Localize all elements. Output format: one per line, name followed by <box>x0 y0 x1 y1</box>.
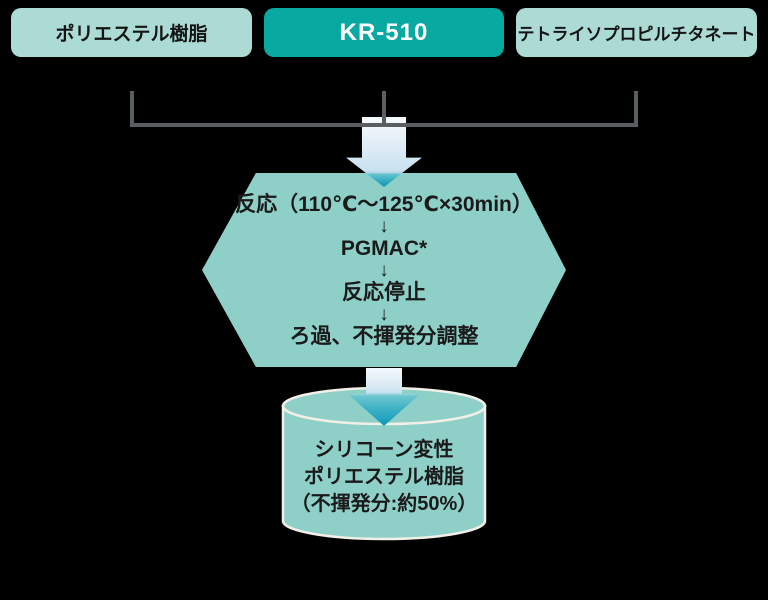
input-box-label: テトライソプロピルチタネート <box>517 25 756 44</box>
output-label: シリコーン変性 ポリエステル樹脂 （不揮発分:約50%） <box>282 437 486 518</box>
output-line-3: （不揮発分:約50%） <box>290 493 478 515</box>
process-hexagon <box>202 173 566 367</box>
process-step-filtration: ろ過、不揮発分調整 <box>289 325 479 348</box>
process-steps: 反応（110℃～125℃×30min） ↓ PGMAC* ↓ 反応停止 ↓ ろ過… <box>202 173 566 367</box>
input-box-label: ポリエステル樹脂 <box>55 24 208 45</box>
output-cylinder <box>281 386 487 541</box>
input-box-label: KR-510 <box>339 18 429 46</box>
output-line-1: シリコーン変性 <box>314 439 454 461</box>
output-line-2: ポリエステル樹脂 <box>304 466 464 488</box>
bracket-line-horizontal <box>130 123 638 127</box>
bracket-line-left <box>130 91 134 127</box>
bracket-line-right <box>634 91 638 127</box>
input-box-tetraisopropyl-titanate: テトライソプロピルチタネート <box>516 8 757 57</box>
step-down-arrow-icon: ↓ <box>379 260 389 281</box>
bracket-line-center <box>382 91 386 127</box>
process-step-pgmac: PGMAC* <box>340 237 428 260</box>
process-step-reaction: 反応（110℃～125℃×30min） <box>235 193 533 216</box>
input-box-polyester-resin: ポリエステル樹脂 <box>11 8 252 57</box>
step-down-arrow-icon: ↓ <box>379 304 389 325</box>
input-box-kr510: KR-510 <box>264 8 504 57</box>
step-down-arrow-icon: ↓ <box>379 216 389 237</box>
process-step-stop: 反応停止 <box>342 281 426 304</box>
